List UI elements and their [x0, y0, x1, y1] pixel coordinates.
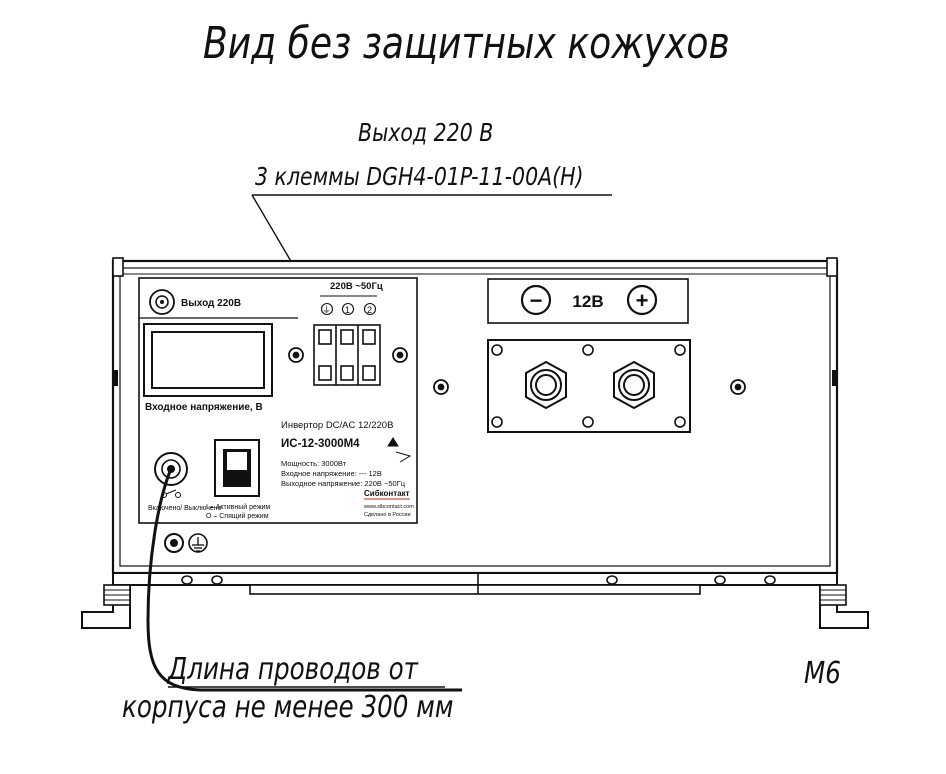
- left-foot: [81, 584, 131, 629]
- terminal-markers: [320, 295, 377, 316]
- wire-note-line2: корпуса не менее 300 мм: [122, 690, 454, 725]
- voltmeter-display: [143, 323, 273, 397]
- plus-icon: [626, 284, 658, 316]
- minus-icon: [520, 284, 552, 316]
- dc-plus-sign: +: [636, 288, 649, 313]
- panel-screws: [288, 347, 746, 395]
- terminal-header: 220В ~50Гц: [330, 281, 383, 292]
- spec-power: Мощность: 3000Вт: [281, 459, 347, 468]
- ground-terminal: [164, 533, 208, 553]
- made-in: Сделано в России: [364, 512, 411, 518]
- dc-voltage-label: 12В: [572, 292, 603, 311]
- output-socket-icon: [149, 289, 175, 315]
- terminal-2-mark: 2: [367, 305, 372, 315]
- plate-screws: [491, 344, 686, 428]
- terminals-label: 3 клеммы DGH4-01P-11-00A(H): [255, 162, 584, 191]
- output-label: Выход 220 В: [358, 118, 494, 147]
- switch-label: Включено/ Выключено: [148, 505, 222, 512]
- power-cable: [146, 468, 462, 692]
- wire-note-line1: Длина проводов от: [168, 652, 418, 687]
- warning-icon: [387, 437, 412, 463]
- mode-active: I – Активный режим: [206, 503, 270, 511]
- spec-input: Входное напряжение: --- 12В: [281, 469, 382, 478]
- terminal-ground-mark: ⏚: [322, 305, 331, 315]
- brand-name: Сибконтакт: [364, 489, 410, 498]
- output-socket-label: Выход 220В: [181, 298, 241, 309]
- brand-website: www.sibcontact.com: [363, 504, 414, 510]
- bolt-label: М6: [804, 656, 841, 691]
- mode-sleep: O – Спящий режим: [206, 512, 269, 520]
- front-label-panel: [138, 277, 418, 524]
- spec-output: Выходное напряжение: 220В ~50Гц: [281, 479, 406, 488]
- drawing-title: Вид без защитных кожухов: [203, 18, 730, 69]
- input-voltage-label: Входное напряжение, В: [145, 402, 263, 413]
- bottom-bolts: [181, 575, 776, 585]
- housing-inner: [119, 267, 831, 567]
- power-switch: [214, 439, 260, 497]
- terminal-1-mark: 1: [345, 305, 350, 315]
- product-type: Инвертор DC/AC 12/220В: [281, 420, 393, 431]
- product-model: ИС-12-3000М4: [281, 438, 360, 450]
- terminal-block: [313, 324, 381, 386]
- right-foot: [819, 584, 869, 629]
- dc-minus-sign: −: [530, 288, 543, 313]
- cable-gland-right: [613, 360, 655, 410]
- cable-gland-left: [525, 360, 567, 410]
